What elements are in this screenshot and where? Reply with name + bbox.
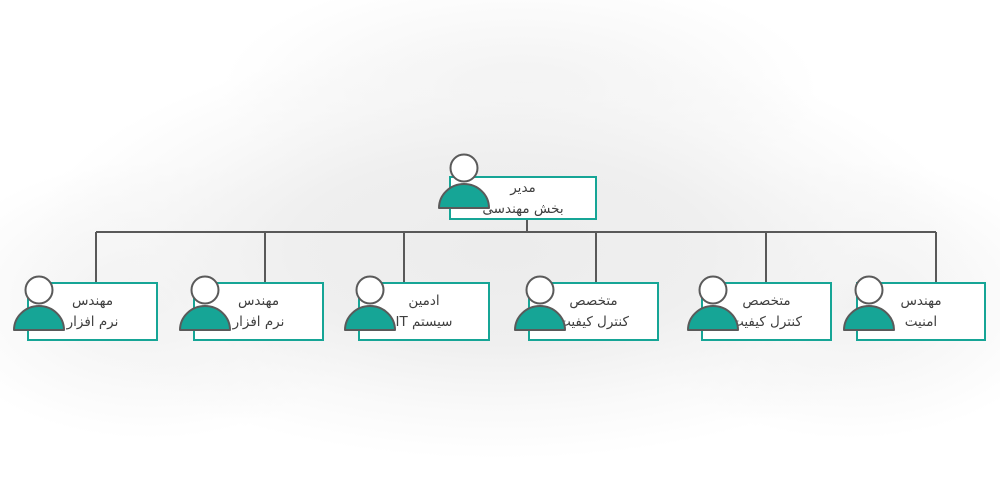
node-subtitle: بخش مهندسی xyxy=(482,201,564,217)
node-subtitle: سیستم IT xyxy=(395,314,453,330)
person-icon xyxy=(687,275,739,331)
node-title: مهندس xyxy=(237,293,280,309)
node-title: متخصص xyxy=(569,293,618,309)
node-title: مدیر xyxy=(510,180,536,196)
node-subtitle: امنیت xyxy=(904,314,938,330)
person-icon xyxy=(13,275,65,331)
node-subtitle: نرم افزار xyxy=(66,314,119,330)
node-title: ادمین xyxy=(408,293,440,309)
node-title: مهندس xyxy=(900,293,942,309)
node-title: متخصص xyxy=(742,293,791,309)
node-subtitle: کنترل کیفیت xyxy=(558,314,629,330)
node-subtitle: نرم افزار xyxy=(232,314,285,330)
node-title: مهندس xyxy=(71,293,114,309)
person-icon xyxy=(843,275,895,331)
person-icon xyxy=(344,275,396,331)
person-icon xyxy=(514,275,566,331)
node-subtitle: کنترل کیفیت xyxy=(731,314,802,330)
person-icon xyxy=(179,275,231,331)
person-icon xyxy=(438,153,490,209)
node-card: مدیر بخش مهندسی xyxy=(449,176,597,220)
